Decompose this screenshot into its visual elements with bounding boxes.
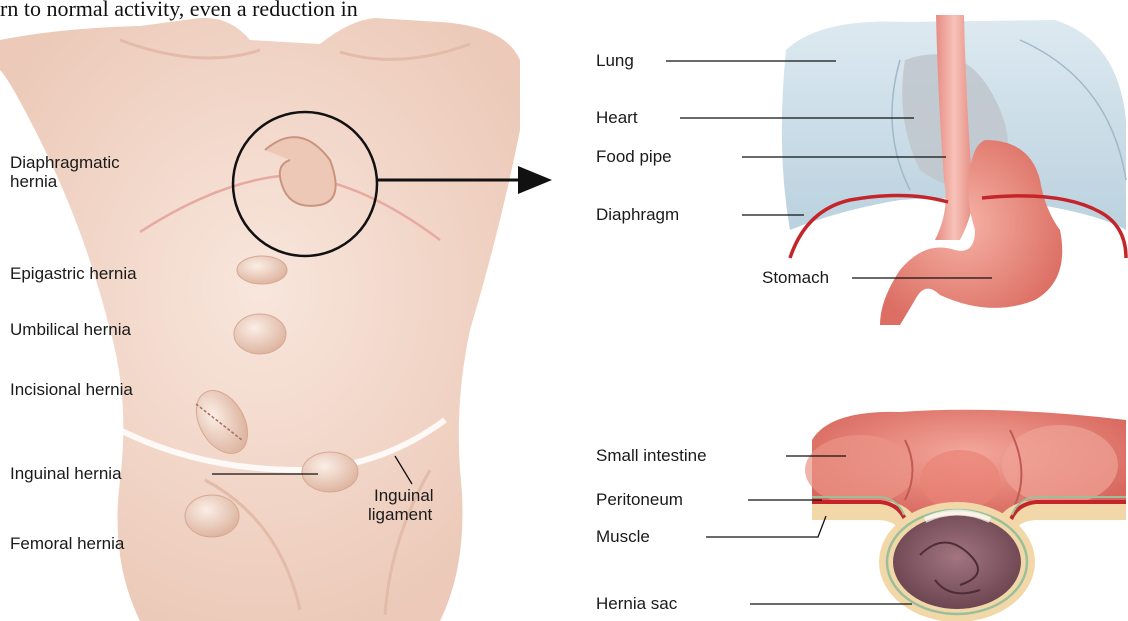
label-epigastric-hernia: Epigastric hernia (10, 264, 137, 283)
label-stomach: Stomach (762, 268, 829, 287)
label-umbilical-hernia: Umbilical hernia (10, 320, 131, 339)
label-inguinal-hernia: Inguinal hernia (10, 464, 122, 483)
label-lung: Lung (596, 51, 634, 70)
label-peritoneum: Peritoneum (596, 490, 683, 509)
label-diaphragmatic-hernia-line1: Diaphragmatic (10, 153, 120, 172)
label-heart: Heart (596, 108, 638, 127)
label-muscle: Muscle (596, 527, 650, 546)
abdominal-wall-illustration (706, 410, 1126, 621)
label-inguinal-ligament-line1: Inguinal (374, 486, 434, 505)
label-incisional-hernia: Incisional hernia (10, 380, 133, 399)
chest-illustration (666, 15, 1126, 325)
label-hernia-sac: Hernia sac (596, 594, 677, 613)
label-femoral-hernia: Femoral hernia (10, 534, 124, 553)
label-food-pipe: Food pipe (596, 147, 672, 166)
label-inguinal-ligament-line2: ligament (368, 505, 432, 524)
label-diaphragmatic-hernia-line2: hernia (10, 172, 57, 191)
label-small-intestine: Small intestine (596, 446, 707, 465)
label-diaphragm: Diaphragm (596, 205, 679, 224)
